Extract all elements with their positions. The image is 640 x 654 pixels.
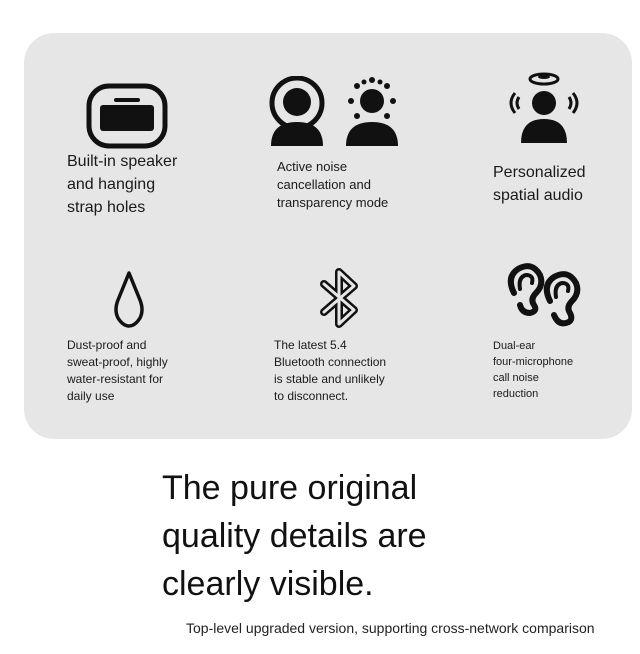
feature-caption-dual-ear: Dual-ear four-microphone call noise redu… (493, 340, 574, 400)
feature-caption-speaker: Built-in speaker and hanging strap holes (67, 153, 178, 216)
case-speaker-icon (86, 83, 168, 149)
water-drop-icon (112, 270, 146, 328)
feature-caption-anc: Active noise cancellation and transparen… (277, 159, 389, 210)
feature-caption-spatial: Personalized spatial audio (493, 164, 586, 204)
feature-caption-waterproof: Dust-proof and sweat-proof, highly water… (67, 338, 168, 403)
feature-caption-bluetooth: The latest 5.4 Bluetooth connection is s… (274, 338, 387, 403)
headline: The pure original quality details are cl… (162, 469, 427, 603)
subline: Top-level upgraded version, supporting c… (186, 620, 595, 636)
dual-ear-icon (504, 263, 582, 329)
spatial-audio-icon (505, 71, 583, 145)
bluetooth-icon (318, 268, 362, 328)
noise-cancel-transparency-icon (268, 76, 404, 148)
